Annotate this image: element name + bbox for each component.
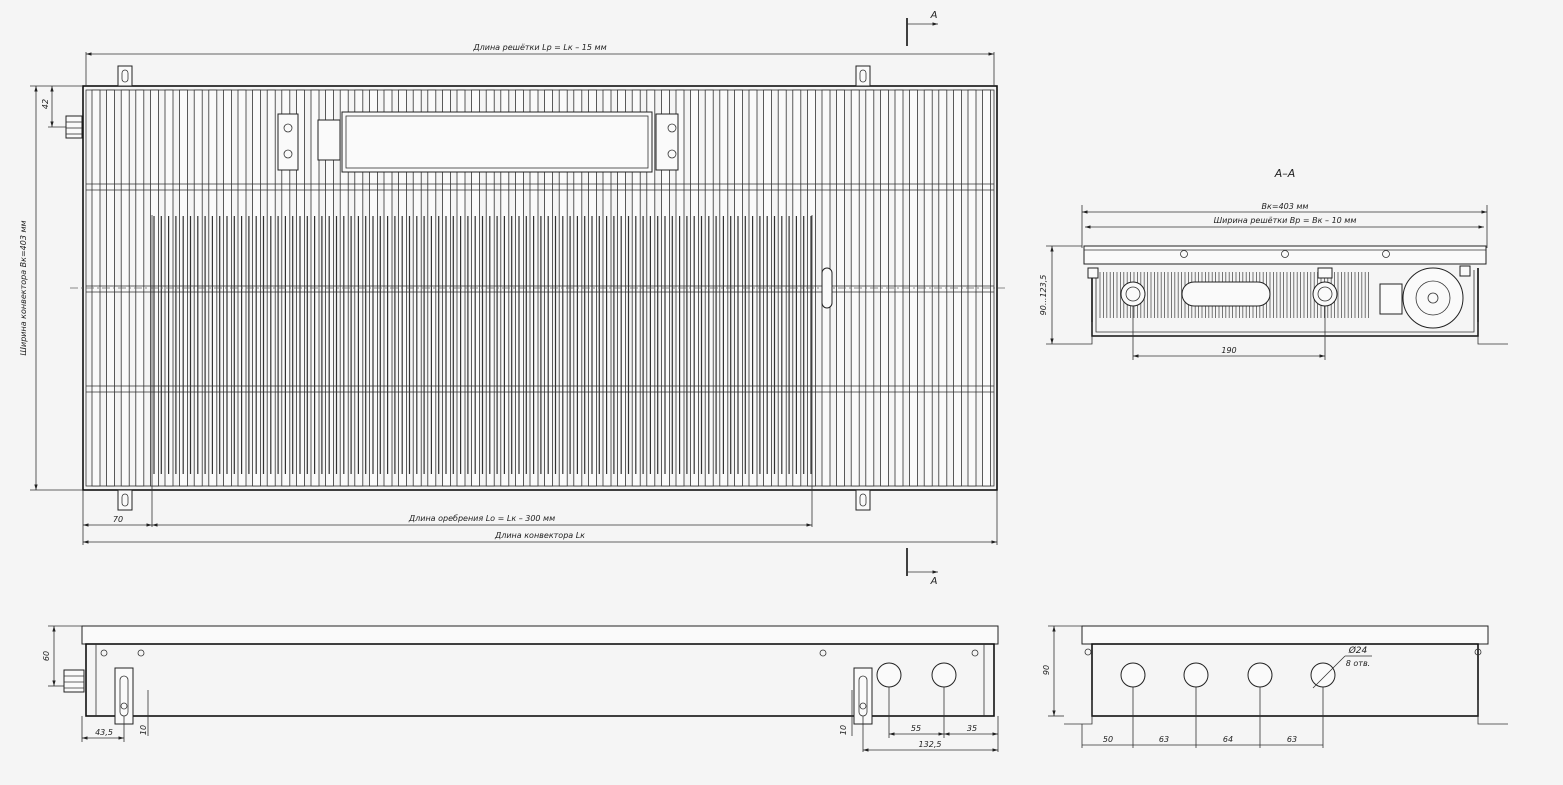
dim-64: 64	[1223, 735, 1233, 744]
dim-43-5: 43,5	[95, 728, 113, 737]
mount-lug	[117, 65, 871, 511]
grate-length-label: Длина решётки Lp = Lк – 15 мм	[472, 43, 606, 52]
dim-60: 60	[42, 651, 51, 661]
section-title: A–A	[1274, 167, 1296, 180]
convector-length-label: Длина конвектора Lк	[494, 531, 585, 540]
bk-label: Bк=403 мм	[1262, 202, 1309, 211]
dim-63b: 63	[1287, 735, 1297, 744]
dim-132-5: 132,5	[919, 740, 942, 749]
heat-exchanger-fins	[153, 216, 812, 474]
width-label: Ширина конвектора Bк=403 мм	[19, 220, 28, 355]
hole-count: 8 отв.	[1346, 659, 1370, 668]
dim-10-right: 10	[839, 725, 848, 735]
front-elevation: 60 43,5 10 10 55 35 132,5	[42, 625, 999, 752]
dim-50: 50	[1103, 735, 1113, 744]
dim-190: 190	[1221, 346, 1236, 355]
plan-view: Длина решётки Lp = Lк – 15 мм Ширина кон…	[19, 10, 1005, 587]
opening-length-label: Длина оребрения Lo = Lк – 300 мм	[408, 514, 555, 523]
hole-diameter: Ø24	[1348, 645, 1368, 656]
dim-63a: 63	[1159, 735, 1169, 744]
dim-35: 35	[967, 724, 977, 733]
grate-width-label: Ширина решётки Bp = Bк – 10 мм	[1214, 216, 1357, 225]
section-mark-bottom: A	[930, 576, 938, 587]
dim-10-left: 10	[139, 725, 148, 735]
section-mark-top: A	[930, 10, 938, 21]
dim-55: 55	[911, 724, 921, 733]
dim-90: 90	[1042, 665, 1051, 675]
dim-70: 70	[113, 515, 123, 524]
section-view: A–A Bк=403 мм Ширина решётки Bp = Bк – 1…	[1039, 167, 1508, 360]
height-range-label: 90...123,5	[1039, 275, 1048, 316]
side-elevation: Ø24 8 отв. 90 50 63 64 63	[1042, 625, 1508, 748]
dim-42: 42	[41, 99, 50, 109]
